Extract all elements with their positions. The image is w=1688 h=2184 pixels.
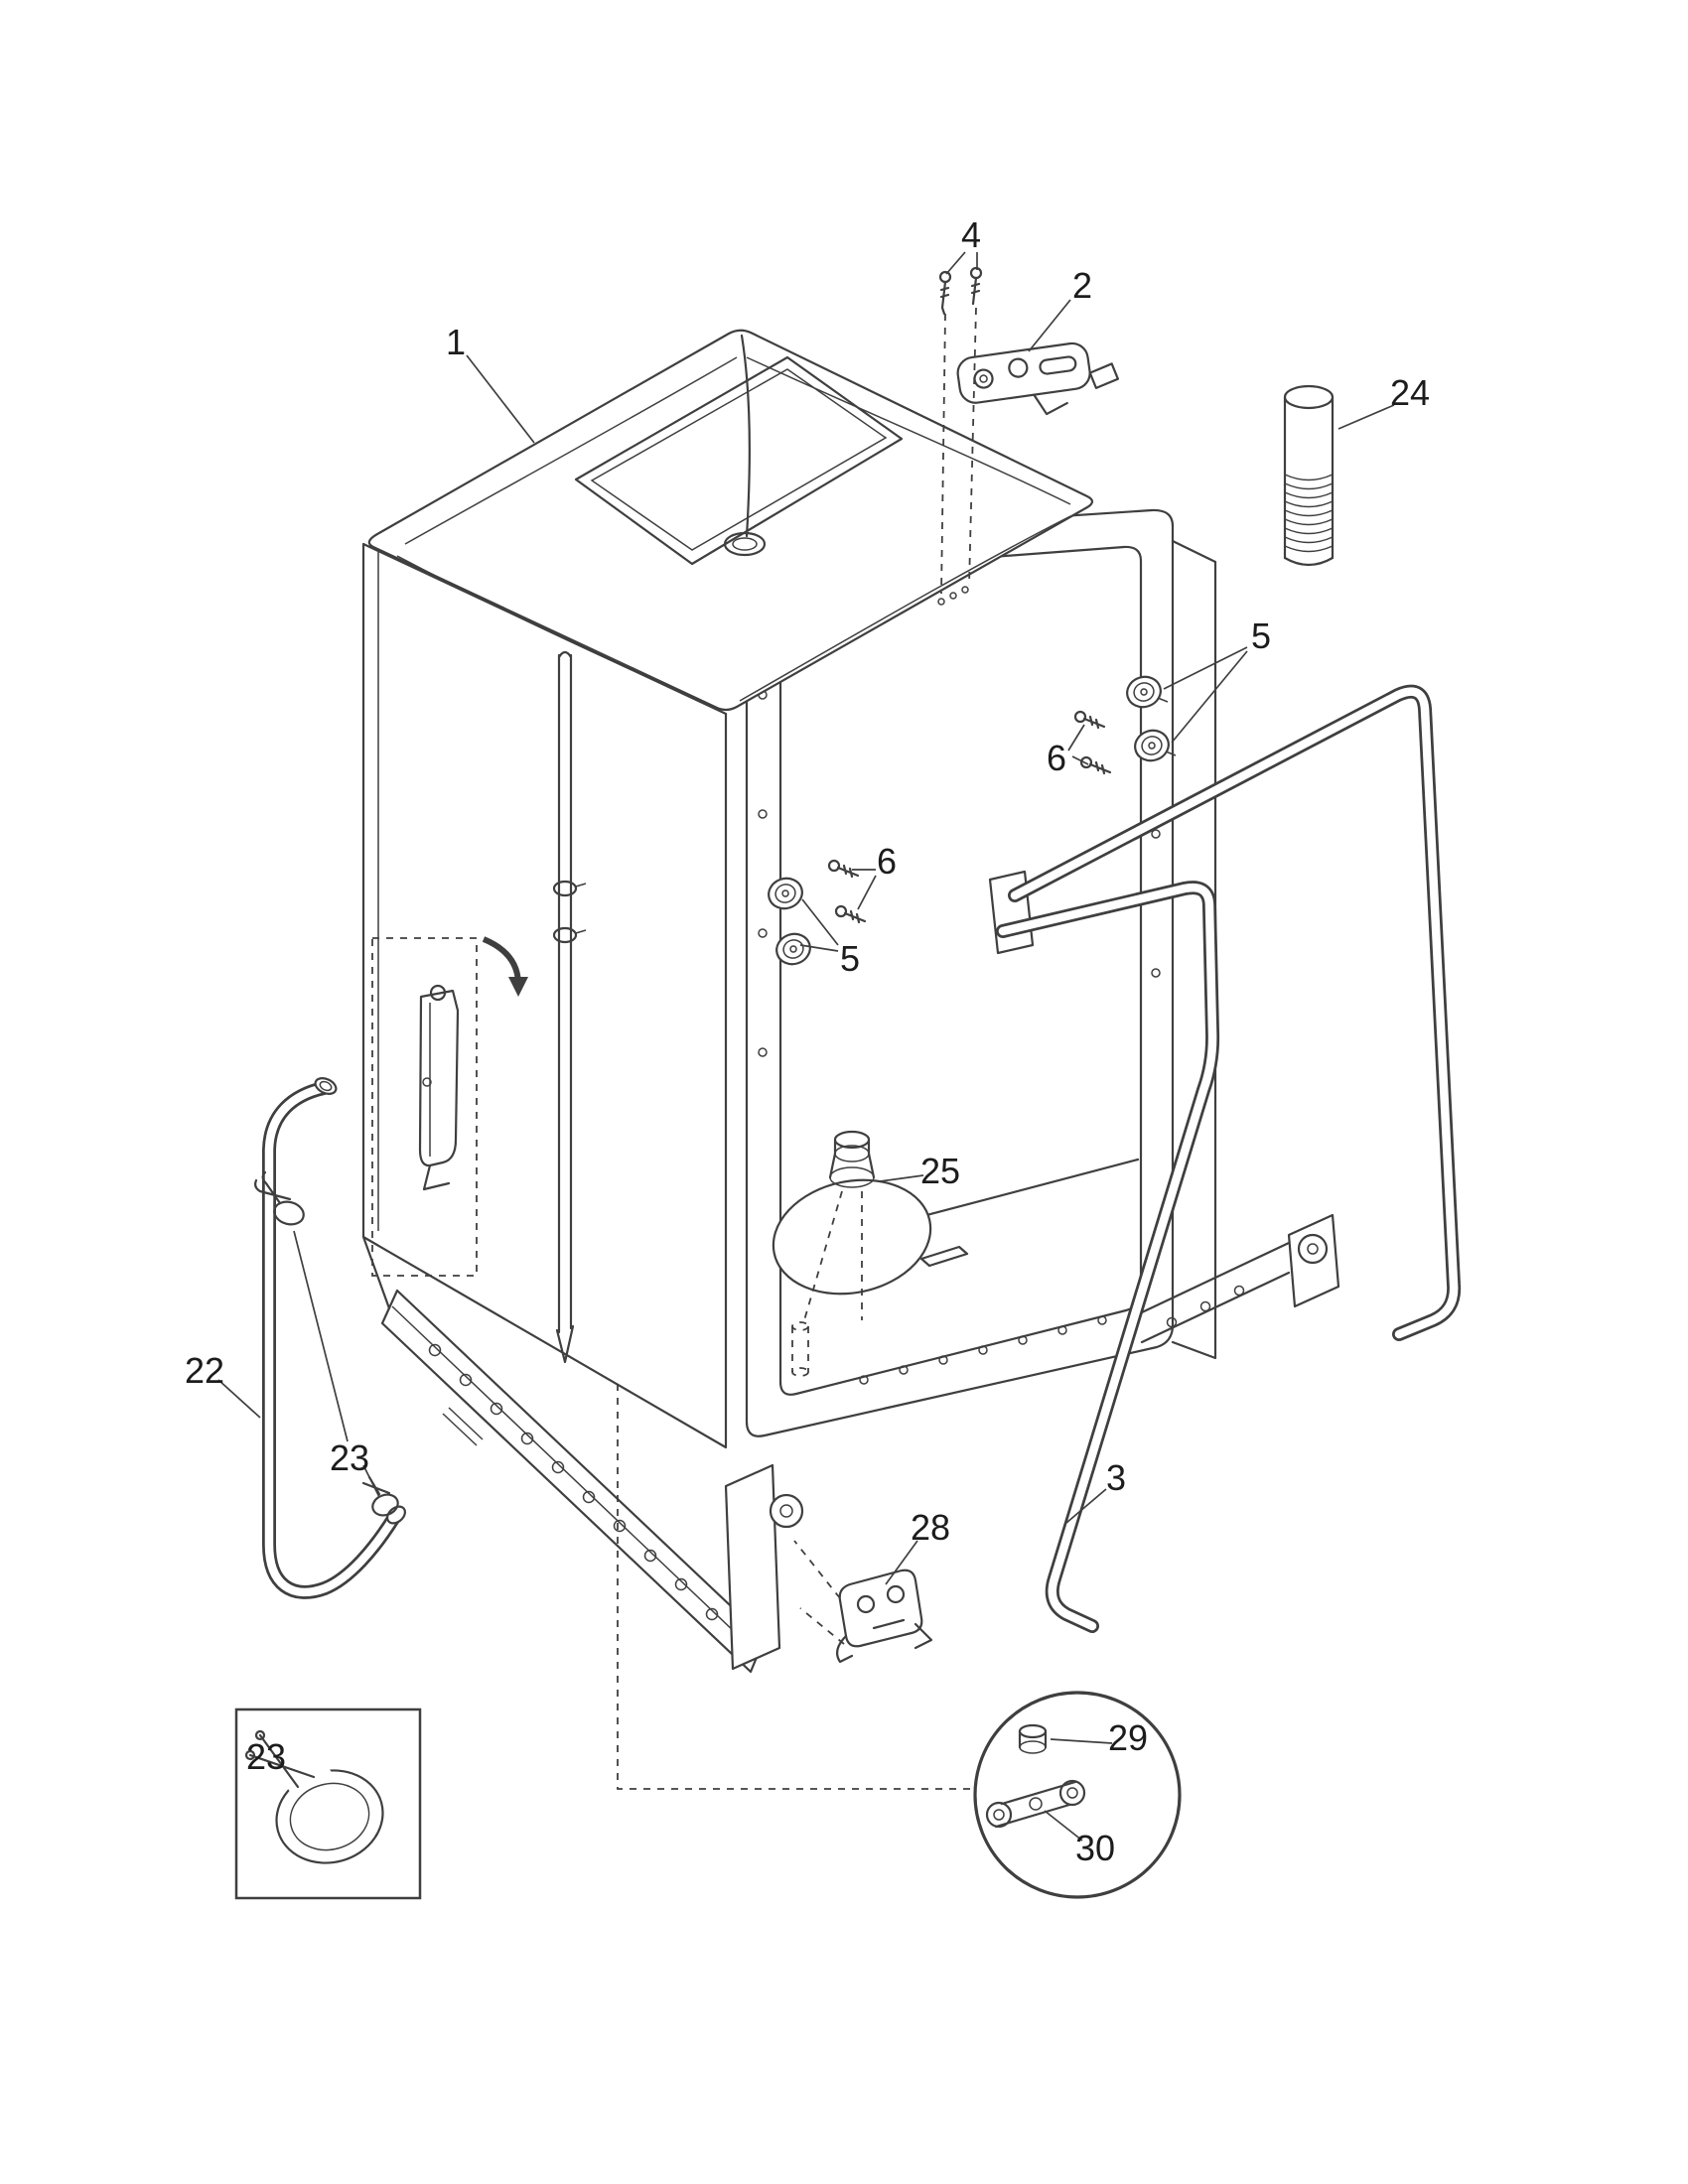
front-roller	[769, 1493, 804, 1529]
callout-22: 22	[185, 1350, 224, 1391]
rotate-arrow-icon	[508, 977, 528, 997]
callout-6-lower: 6	[877, 841, 897, 882]
callout-2: 2	[1072, 265, 1092, 306]
latch-assembly	[956, 341, 1119, 416]
callout-23-inset: 23	[246, 1736, 286, 1777]
cap-part	[1018, 1723, 1048, 1754]
rear-roller	[1297, 1233, 1329, 1265]
pump-dome-part	[791, 1130, 876, 1377]
fill-tube	[552, 650, 587, 1364]
base-rail-front	[380, 1289, 804, 1674]
callout-3: 3	[1106, 1457, 1126, 1498]
callout-6-upper: 6	[1047, 738, 1066, 778]
detail-route-line	[617, 1384, 973, 1790]
drain-hose	[254, 1077, 406, 1599]
junction-part	[793, 1540, 933, 1664]
tub-body	[361, 329, 1094, 1449]
roller-screws-lower	[827, 859, 867, 924]
callout-28: 28	[911, 1507, 950, 1548]
callout-29: 29	[1108, 1717, 1148, 1758]
fill-funnel-detail	[371, 936, 528, 1277]
frame-legs	[988, 684, 1462, 1633]
callout-5-upper: 5	[1251, 615, 1271, 656]
clamp-inset-box	[234, 1707, 422, 1900]
callout-24: 24	[1390, 372, 1430, 413]
detail-inset-circle	[973, 1691, 1182, 1899]
floor-slot	[919, 1245, 969, 1268]
callout-5-lower: 5	[840, 938, 860, 979]
threaded-stud	[1283, 384, 1335, 567]
base-rail-right	[1140, 1213, 1340, 1344]
callout-30: 30	[1075, 1828, 1115, 1868]
callout-23-hose: 23	[330, 1437, 369, 1478]
latch-screws	[937, 266, 983, 606]
callout-4: 4	[961, 214, 981, 255]
rollers-upper	[1126, 675, 1177, 762]
leader-lines	[217, 251, 1395, 1842]
callout-25: 25	[920, 1151, 960, 1191]
link-bracket	[985, 1779, 1086, 1829]
roller-screws-upper	[1073, 710, 1112, 775]
hose-clamp-upper	[254, 1170, 305, 1226]
rollers-lower	[768, 877, 811, 966]
callout-1: 1	[446, 322, 466, 362]
tub-floor-interior	[772, 1130, 1140, 1385]
callouts: 1 4 2 24 5 6 6 5 25 22 23 3 28 23 29 30	[185, 214, 1430, 1868]
